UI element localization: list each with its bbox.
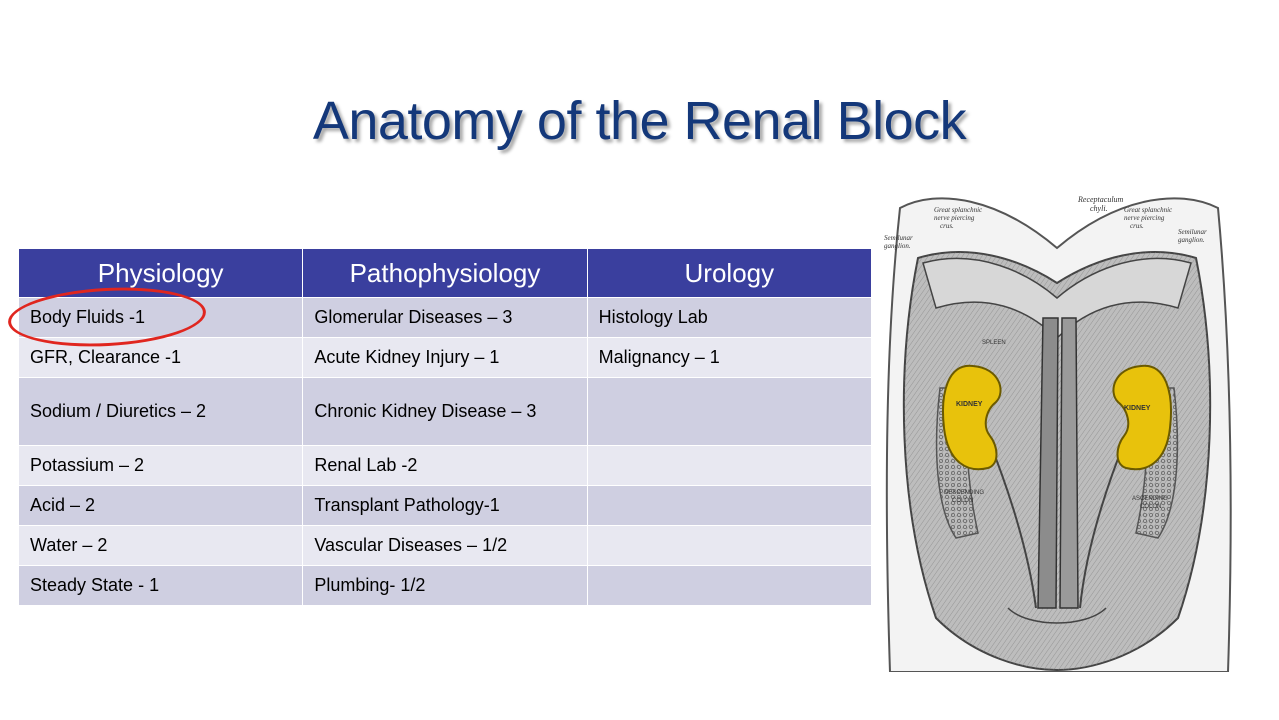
table-cell: Vascular Diseases – 1/2 — [302, 525, 588, 566]
table-cell: Body Fluids -1 — [17, 297, 304, 338]
table-cell — [586, 525, 873, 566]
svg-text:crus.: crus. — [940, 222, 954, 230]
table-cell: Transplant Pathology-1 — [302, 485, 588, 526]
header-physiology: Physiology — [17, 248, 304, 298]
table-cell: GFR, Clearance -1 — [17, 337, 304, 378]
label-receptaculum: Receptaculum — [1077, 195, 1124, 204]
table-cell: Chronic Kidney Disease – 3 — [302, 377, 588, 446]
svg-text:nerve piercing: nerve piercing — [1124, 214, 1165, 222]
svg-text:COLON: COLON — [952, 498, 973, 504]
renal-block-table: Physiology Pathophysiology Urology Body … — [17, 248, 873, 606]
table-cell: Water – 2 — [17, 525, 304, 566]
kidney-right — [1112, 364, 1172, 471]
label-spleen: SPLEEN — [982, 340, 1006, 346]
table-cell: Histology Lab — [586, 297, 873, 338]
table-row: Sodium / Diuretics – 2 Chronic Kidney Di… — [17, 377, 873, 446]
table-cell: Acid – 2 — [17, 485, 304, 526]
table-cell: Malignancy – 1 — [586, 337, 873, 378]
table-cell: Steady State - 1 — [17, 565, 304, 606]
table-row: Potassium – 2 Renal Lab -2 — [17, 445, 873, 486]
header-urology: Urology — [586, 248, 873, 298]
svg-text:chyli.: chyli. — [1090, 204, 1108, 213]
svg-text:COLON: COLON — [1140, 504, 1161, 510]
label-kidney-right: KIDNEY — [1124, 405, 1151, 412]
table-cell: Acute Kidney Injury – 1 — [302, 337, 588, 378]
table-row: Steady State - 1 Plumbing- 1/2 — [17, 565, 873, 606]
label-kidney-left: KIDNEY — [956, 401, 983, 408]
table-row: Body Fluids -1 Glomerular Diseases – 3 H… — [17, 297, 873, 338]
header-pathophysiology: Pathophysiology — [302, 248, 588, 298]
aorta — [1037, 317, 1059, 609]
table-cell — [586, 485, 873, 526]
svg-text:crus.: crus. — [1130, 222, 1144, 230]
diaphragm — [922, 257, 1192, 340]
svg-text:ganglion.: ganglion. — [1178, 236, 1205, 244]
kidney-left — [942, 364, 1002, 471]
svg-text:nerve piercing: nerve piercing — [934, 214, 975, 222]
label-semilunar-left: Semilunar — [884, 234, 913, 242]
vena-cava — [1059, 317, 1079, 609]
label-semilunar-right: Semilunar — [1178, 228, 1207, 236]
label-great-splanchnic-right: Great splanchnic — [1124, 206, 1173, 214]
label-descending-colon: DESCENDING — [944, 490, 984, 496]
table-header-row: Physiology Pathophysiology Urology — [17, 248, 873, 298]
label-ascending-colon: ASCENDING — [1132, 496, 1168, 502]
table-cell — [586, 377, 873, 446]
table-cell — [586, 445, 873, 486]
table-cell — [586, 565, 873, 606]
table-cell: Glomerular Diseases – 3 — [302, 297, 588, 338]
table-row: GFR, Clearance -1 Acute Kidney Injury – … — [17, 337, 873, 378]
slide-title: Anatomy of the Renal Block — [312, 91, 967, 151]
table-row: Water – 2 Vascular Diseases – 1/2 — [17, 525, 873, 566]
table-row: Acid – 2 Transplant Pathology-1 — [17, 485, 873, 526]
table-cell: Sodium / Diuretics – 2 — [17, 377, 304, 446]
svg-text:ganglion.: ganglion. — [884, 242, 911, 250]
table-cell: Plumbing- 1/2 — [302, 565, 588, 606]
label-great-splanchnic-left: Great splanchnic — [934, 206, 983, 214]
kidney-anatomy-illustration: Receptaculum chyli. Great splanchnic ner… — [884, 195, 1232, 672]
table-cell: Potassium – 2 — [17, 445, 304, 486]
table-cell: Renal Lab -2 — [302, 445, 588, 486]
